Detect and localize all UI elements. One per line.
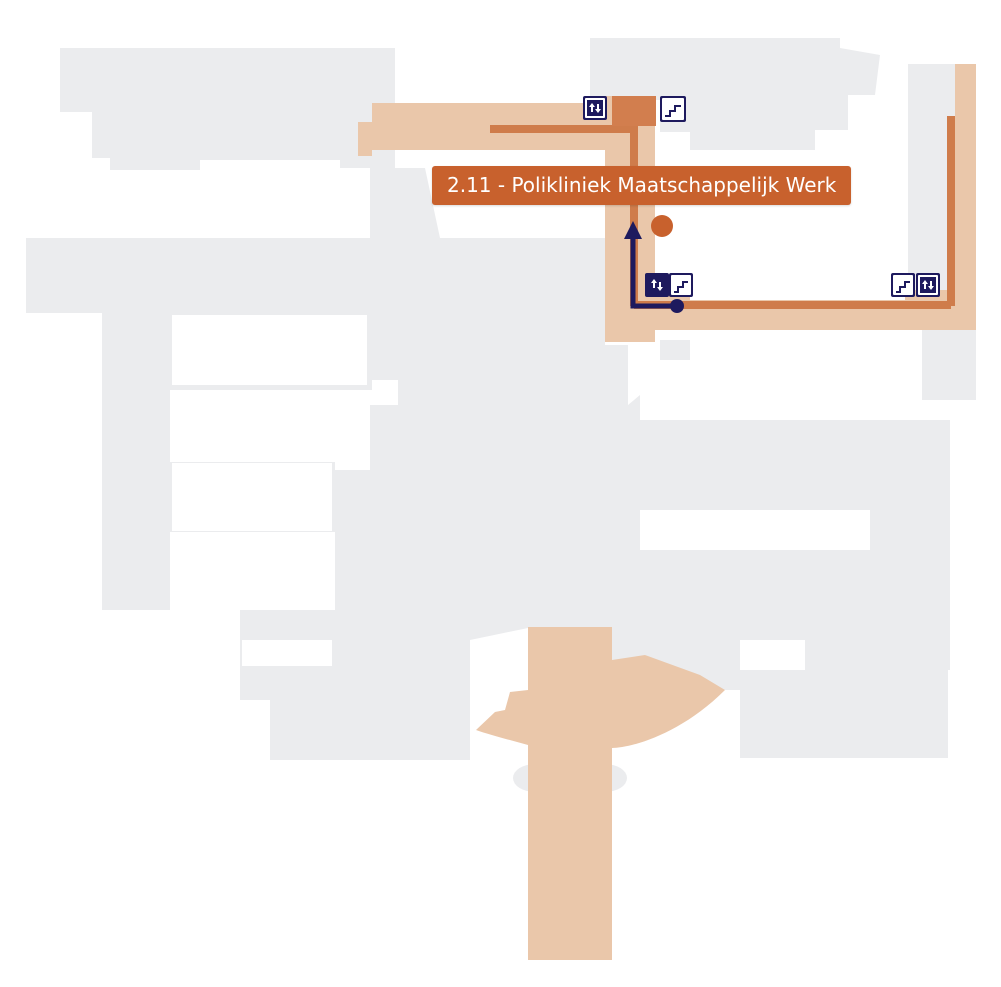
building-floor bbox=[26, 38, 976, 792]
courtyard-2 bbox=[172, 463, 332, 531]
elevator-icon[interactable] bbox=[916, 273, 940, 297]
stairs-icon[interactable] bbox=[669, 273, 693, 297]
destination-marker-icon[interactable] bbox=[651, 215, 673, 237]
route bbox=[624, 221, 684, 313]
elevator-icon[interactable] bbox=[583, 96, 607, 120]
building-block-southeast bbox=[740, 670, 948, 758]
corridor-node-top bbox=[612, 96, 656, 126]
arrow-up-icon bbox=[624, 221, 642, 239]
building-block-mid bbox=[660, 340, 690, 360]
start-point-icon[interactable] bbox=[670, 299, 684, 313]
route-line bbox=[630, 236, 677, 309]
destination-label[interactable]: 2.11 - Polikliniek Maatschappelijk Werk bbox=[432, 166, 852, 205]
courtyard-1 bbox=[172, 315, 367, 385]
stairs-icon[interactable] bbox=[891, 273, 915, 297]
courtyard-3 bbox=[640, 510, 870, 550]
building-block-central bbox=[240, 395, 950, 760]
elevator-icon[interactable] bbox=[645, 273, 669, 297]
corridor-south-entrance bbox=[476, 627, 725, 960]
courtyard-4 bbox=[242, 640, 332, 666]
stairs-icon[interactable] bbox=[660, 96, 686, 122]
corridor-central-vertical bbox=[605, 64, 976, 342]
courtyards bbox=[172, 315, 870, 666]
building-block-northwest bbox=[60, 48, 395, 170]
